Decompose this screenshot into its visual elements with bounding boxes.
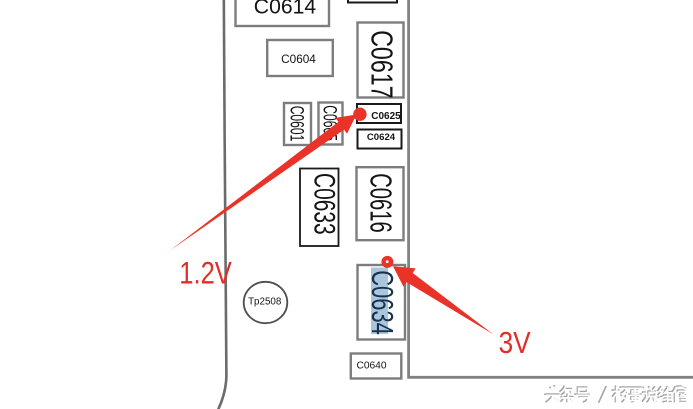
svg-text:C0640: C0640 [356,361,386,372]
svg-text:C0633: C0633 [308,173,340,235]
svg-text:C0614: C0614 [254,0,317,19]
svg-text:C0625: C0625 [371,111,401,122]
svg-text:3V: 3V [499,326,531,360]
svg-text:C0601: C0601 [286,106,308,142]
svg-text:1.2V: 1.2V [179,256,231,291]
svg-text:C0634: C0634 [365,270,399,335]
svg-text:C0624: C0624 [367,132,396,143]
svg-text:Tp2508: Tp2508 [248,296,282,307]
svg-text:C0617: C0617 [365,30,400,98]
svg-text:C0616: C0616 [364,173,397,233]
svg-text:C0604: C0604 [281,52,316,66]
